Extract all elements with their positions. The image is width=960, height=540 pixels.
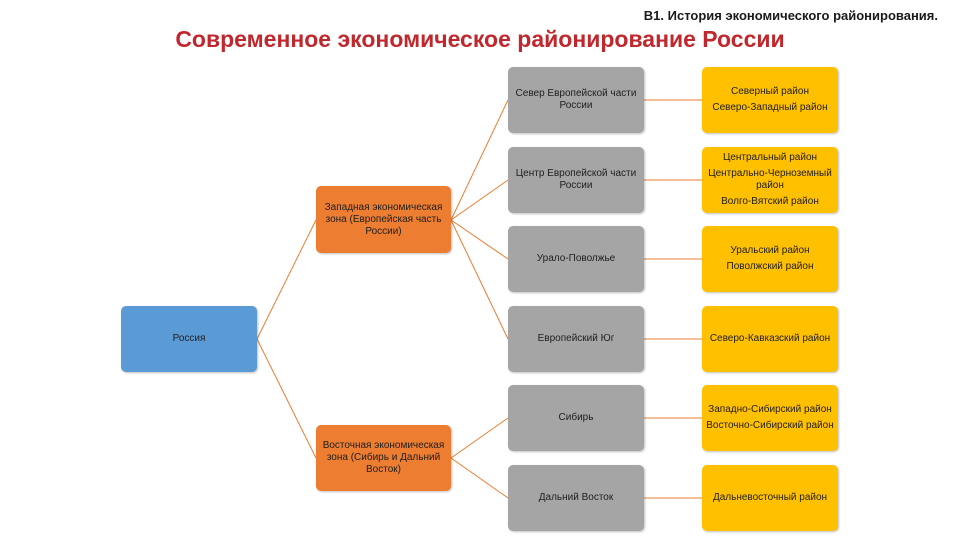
region-label: Уральский район [730,245,810,256]
macroregion-node-label: Урало-Поволжье [536,253,616,264]
macroregion-node-center: Центр Европейской части России [508,147,644,213]
region-label: Центрально-Черноземный район [708,168,832,191]
connector-zone-macroregion [450,457,509,499]
connector-zone-macroregion [450,417,509,459]
region-label: Волго-Вятский район [721,196,819,207]
connector-root-zone [256,338,317,459]
region-group-south: Северо-Кавказский район [702,306,838,372]
macroregion-node-label: Сибирь [558,412,594,423]
root-node-label: Россия [172,333,206,344]
zone-node-east: Восточная экономическая зона (Сибирь и Д… [316,425,451,491]
connector-zone-macroregion [450,179,509,221]
region-label: Центральный район [722,152,818,163]
region-label: Восточно-Сибирский район [706,420,834,431]
region-label: Поволжский район [726,261,814,272]
zone-node-label: Западная экономическая зона (Европейская… [324,201,443,237]
region-group-ural-volga: Уральский район Поволжский район [702,226,838,292]
zone-node-label: Восточная экономическая зона (Сибирь и Д… [322,440,445,475]
root-node-russia: Россия [121,306,257,372]
connector-root-zone [256,219,317,340]
region-label: Северо-Кавказский район [709,333,831,344]
macroregion-node-ural-volga: Урало-Поволжье [508,226,644,292]
macroregion-node-siberia: Сибирь [508,385,644,451]
region-label: Северный район [731,86,809,97]
macroregion-node-south: Европейский Юг [508,306,644,372]
macroregion-node-label: Север Европейской части России [515,88,637,111]
zone-node-west: Западная экономическая зона (Европейская… [316,186,451,253]
macroregion-node-label: Дальний Восток [538,492,614,503]
macroregion-node-label: Европейский Юг [537,333,615,344]
connector-zone-macroregion [450,219,509,260]
macroregion-node-north: Север Европейской части России [508,67,644,133]
region-label: Дальневосточный район [712,492,828,503]
macroregion-node-far-east: Дальний Восток [508,465,644,531]
section-heading: В1. История экономического районирования… [643,8,938,23]
region-group-center: Центральный район Центрально-Черноземный… [702,147,838,213]
region-group-far-east: Дальневосточный район [702,465,838,531]
region-label: Северо-Западный район [712,102,828,113]
region-group-siberia: Западно-Сибирский район Восточно-Сибирск… [702,385,838,451]
page-title: Современное экономическое районирование … [175,26,785,52]
region-label: Западно-Сибирский район [708,404,832,415]
macroregion-node-label: Центр Европейской части России [515,168,637,191]
region-group-north: Северный район Северо-Западный район [702,67,838,133]
connector-zone-macroregion [450,99,509,221]
connector-zone-macroregion [450,219,509,340]
